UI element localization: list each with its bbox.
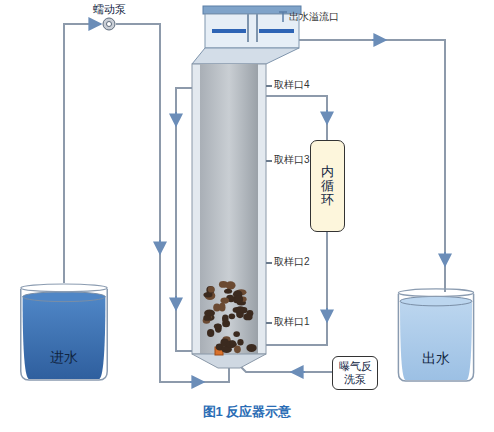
sampling-port-label: 取样口1	[274, 316, 310, 328]
granule	[222, 315, 229, 324]
granule	[236, 295, 244, 304]
flow-pipe	[64, 24, 101, 283]
granule	[234, 346, 241, 354]
node-text: 蠕动泵	[93, 3, 126, 16]
granule	[214, 324, 222, 329]
biofilm-granules	[203, 281, 257, 353]
sampling-port-label: 取样口3	[274, 154, 310, 166]
node-text: 进水	[50, 349, 78, 365]
beaker-glass	[18, 283, 110, 381]
figure-caption: 图1 反应器示意	[0, 403, 494, 421]
granule	[243, 314, 252, 321]
beaker-glass	[396, 288, 476, 382]
granule	[203, 315, 211, 321]
granule	[207, 329, 214, 337]
sampling-port-label: 取样口2	[274, 256, 310, 268]
pump-symbol	[102, 17, 116, 31]
peristaltic-pump: 蠕动泵	[86, 3, 132, 31]
granule	[233, 331, 240, 337]
outlet-beaker: 出水	[396, 288, 476, 382]
granule	[229, 313, 236, 319]
circulation-box: 内循环	[310, 140, 345, 232]
node-text: 出水	[422, 350, 450, 366]
granule	[225, 281, 235, 289]
inlet-beaker: 进水	[18, 283, 110, 381]
node-text: 内循环	[321, 165, 334, 208]
node-text: 曝气反洗泵	[337, 360, 373, 386]
aeration-pump-box: 曝气反洗泵	[332, 356, 378, 390]
granule	[229, 340, 235, 346]
granule	[224, 289, 232, 294]
reactor-column	[192, 64, 272, 368]
granule	[208, 286, 215, 292]
sampling-port-label: 取样口4	[274, 79, 310, 91]
granule	[240, 307, 247, 313]
granule	[246, 344, 256, 352]
granule	[237, 339, 243, 345]
settling-tank	[192, 6, 301, 64]
outlet-label: 出水溢流口	[289, 11, 339, 23]
granule	[213, 303, 220, 311]
granule	[203, 292, 212, 297]
granule	[220, 297, 229, 303]
pipe	[116, 24, 445, 382]
